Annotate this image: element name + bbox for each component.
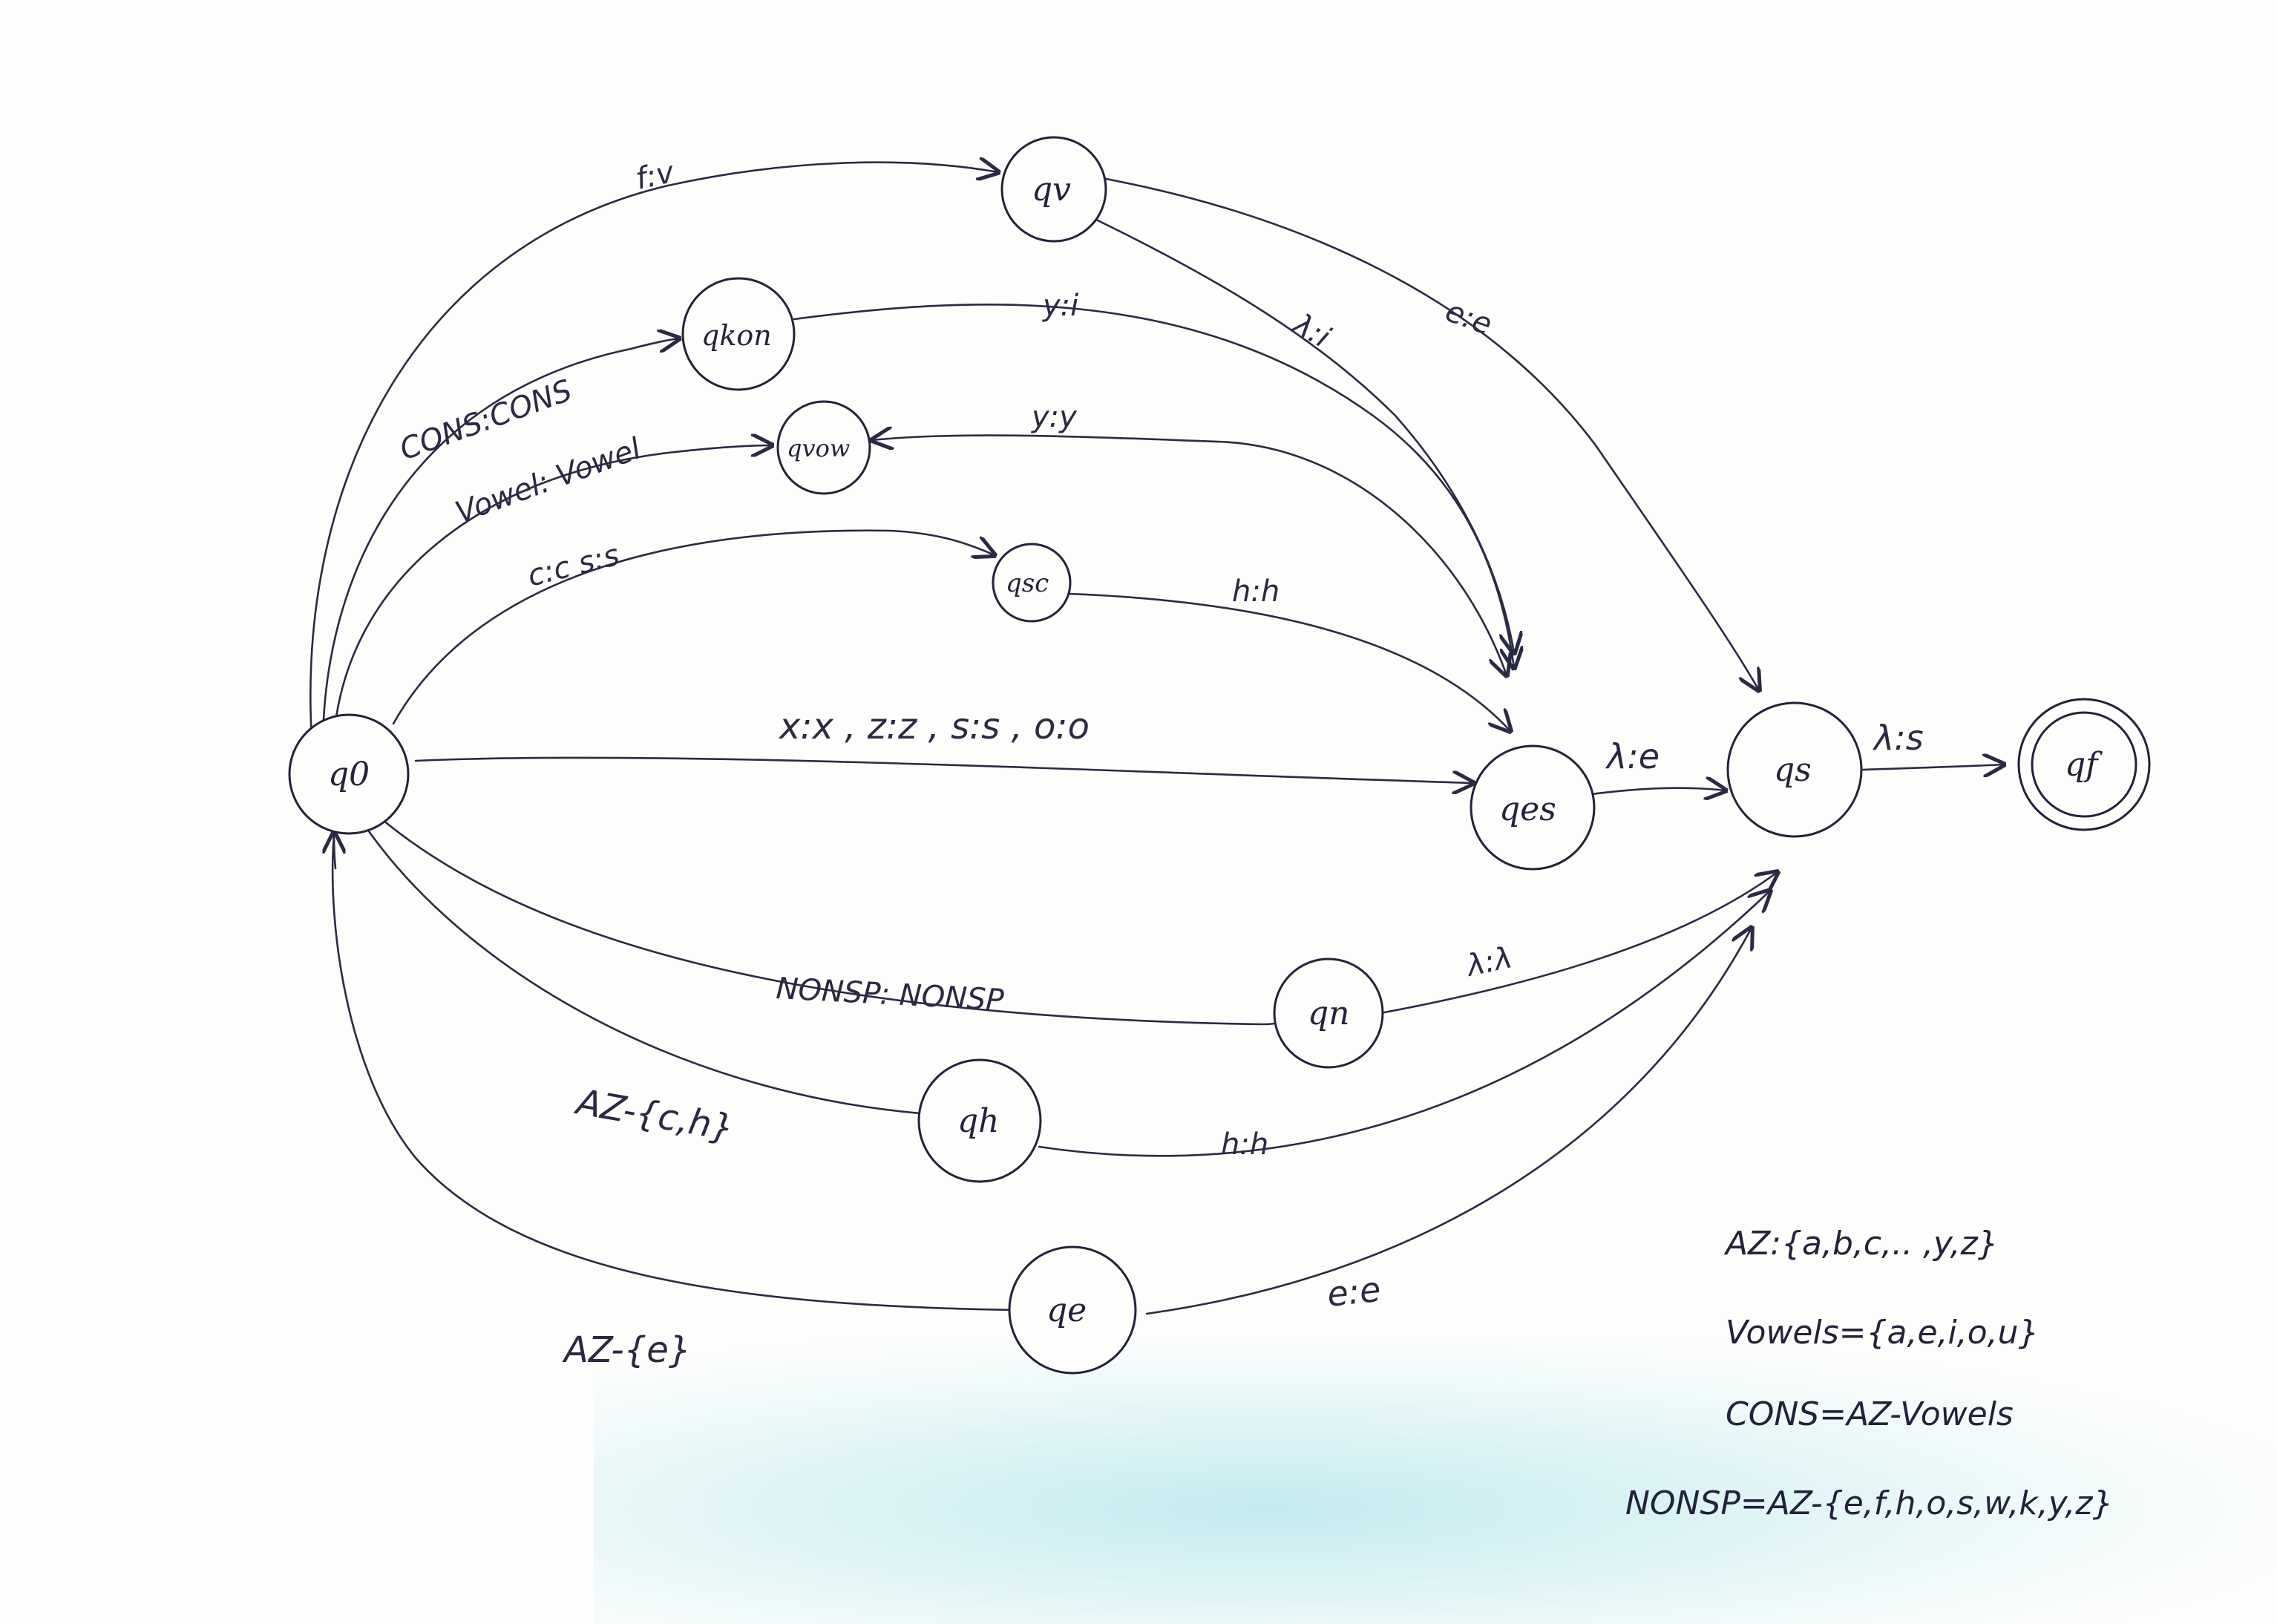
state-qf-label: qf [2065,746,2103,784]
state-qkon-label: qkon [701,319,772,352]
label-qs-qf: λ:s [1872,718,1924,758]
definition-nonsp: NONSP=AZ-{e,f,h,o,s,w,k,y,z} [1625,1484,2114,1522]
label-q0-qes: x:x , z:z , s:s , o:o [778,706,1090,747]
definition-cons: CONS=AZ-Vowels [1726,1395,2014,1433]
label-q0-qh: AZ-{c,h} [571,1081,737,1150]
state-qv [1000,136,1107,243]
state-qs [1726,701,1863,838]
state-qsc-label: qsc [1006,569,1049,598]
state-qs-label: qs [1774,751,1812,789]
edge-qsc-qes [1067,592,1510,731]
label-q0-qsc: c:c s:s [524,538,623,594]
label-qv-qes: λ:i [1286,307,1336,355]
definition-az: AZ:{a,b,c,.. ,y,z} [1723,1225,1999,1263]
edge-q0-qv [309,163,998,740]
label-qv-qs: e:e [1441,294,1497,342]
state-qh [917,1058,1042,1183]
edge-qe-qs [1145,928,1752,1315]
edge-q0-qkon [321,338,679,740]
edge-qv-qes-a [1093,217,1514,653]
state-qvow-label: qvow [787,434,850,462]
label-qh-qs: h:h [1221,1127,1268,1162]
edge-qn-qs [1379,872,1778,1015]
edge-qv-qs [1101,177,1759,690]
edge-q0-qe-head [334,833,335,870]
label-q0-qe: AZ-{e} [562,1329,691,1371]
definition-vowels: Vowels={a,e,i,o,u} [1726,1314,2040,1352]
edge-q0-qn [377,815,1300,1026]
state-qvow [776,400,871,495]
label-q0-qvow: Vowel: Vowel [451,432,646,531]
label-qe-qs: e:e [1326,1269,1383,1314]
edge-qh-qs [1038,891,1770,1157]
edge-q0-qes [414,756,1473,783]
edge-qs-qf [1861,764,2004,770]
state-qn [1273,957,1384,1069]
state-qn-label: qn [1308,995,1350,1032]
edge-q0-qsc [392,529,995,725]
edge-q0-qh [362,822,922,1115]
edge-q0-qvow [332,445,772,736]
state-qsc [992,543,1072,623]
state-qe [1008,1245,1137,1375]
paper-stain [594,1336,2277,1624]
edge-qkon-qes [793,304,1514,668]
state-qes-label: qes [1499,790,1556,828]
edge-qvow-left [872,436,1219,442]
state-qes [1470,744,1596,871]
state-qkon [681,277,796,391]
label-qkon-qes: y:i [1042,289,1078,323]
edge-q0-qe [331,834,1022,1312]
label-q0-qkon: CONS:CONS [396,373,577,467]
state-qv-label: qv [1032,171,1071,209]
label-q0-qn: NONSP: NONSP [775,972,1005,1018]
state-q0 [288,713,410,835]
state-qf [2031,711,2137,818]
edge-qes-qs [1590,788,1726,794]
state-q0-label: q0 [328,756,370,793]
state-qh-label: qh [957,1102,1000,1140]
state-qf-outer [2017,698,2151,831]
edge-qvow-qes [1216,440,1507,675]
label-q0-qv: f:v [633,155,678,197]
state-qe-label: qe [1046,1291,1087,1329]
label-qsc-qes: h:h [1232,574,1280,609]
label-qes-qs: λ:e [1605,736,1660,776]
label-qn-qs: λ:λ [1463,940,1516,983]
label-qvow: y:y [1031,400,1078,434]
